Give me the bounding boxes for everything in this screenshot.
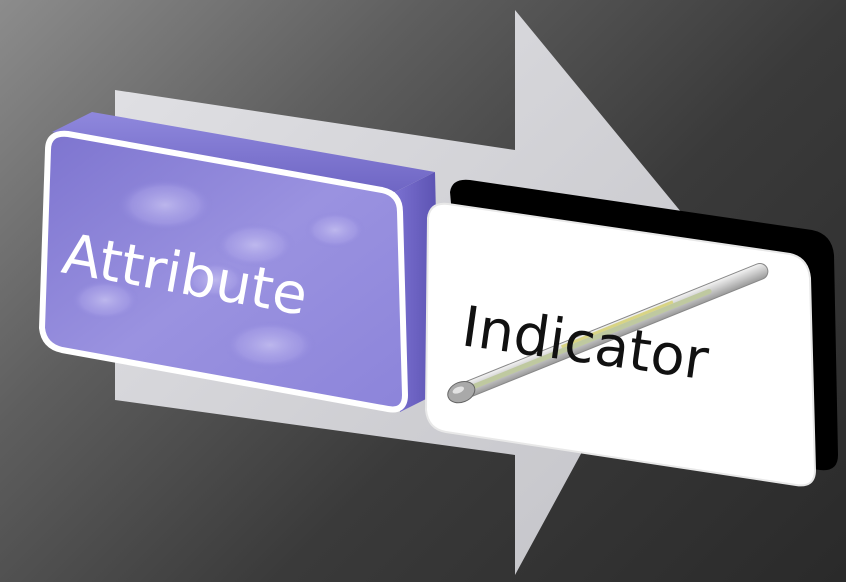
thermometer-icon [447,262,769,404]
virus-texture-icon [71,179,365,369]
attribute-box: Attribute [38,112,440,413]
indicator-box: Indicator [424,179,838,487]
